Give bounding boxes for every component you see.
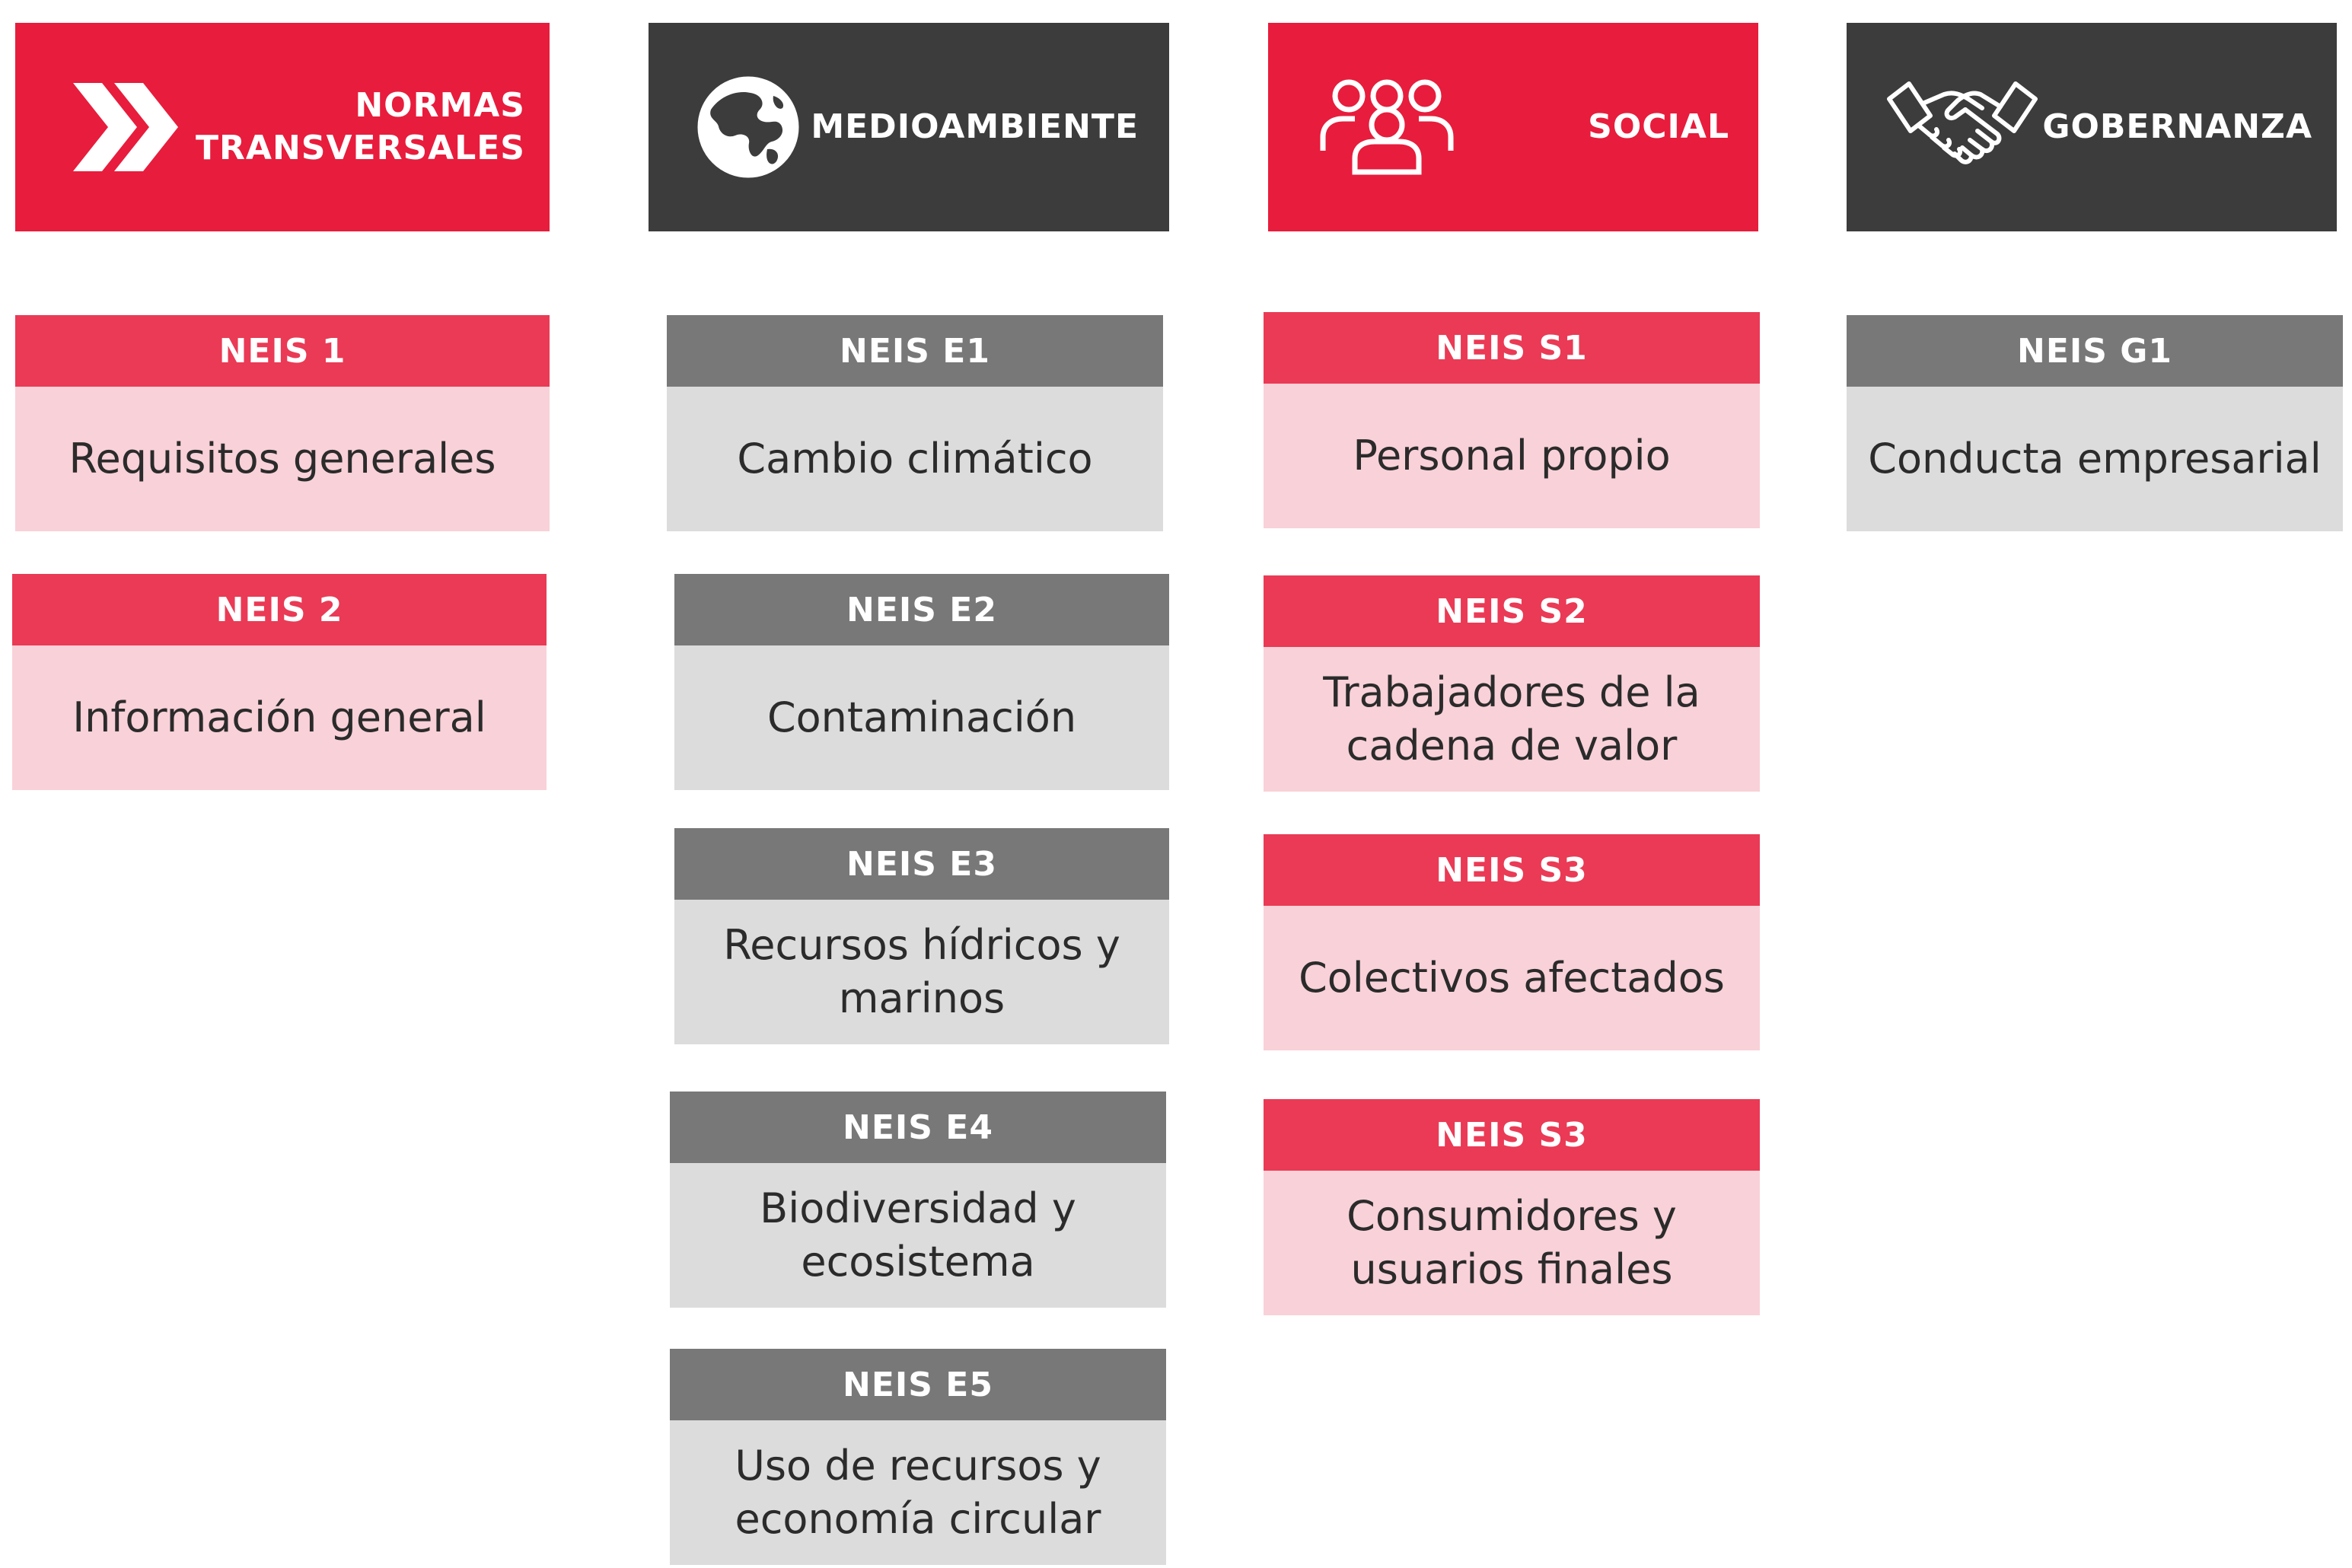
card-code: NEIS E4 — [670, 1092, 1166, 1163]
card-name: Recursos hídricos y marinos — [674, 900, 1169, 1044]
header-normas-transversales: NORMAS TRANSVERSALES — [15, 23, 550, 231]
card-name: Biodiversidad y ecosistema — [670, 1163, 1166, 1308]
card-name: Requisitos generales — [15, 387, 550, 531]
card-neis-e3: NEIS E3 Recursos hídricos y marinos — [674, 828, 1169, 1044]
card-neis-s1: NEIS S1 Personal propio — [1264, 312, 1760, 528]
header-medioambiente: MEDIOAMBIENTE — [649, 23, 1169, 231]
double-chevron-icon — [73, 81, 180, 173]
card-name: Trabajadores de la cadena de valor — [1264, 647, 1760, 792]
card-code: NEIS G1 — [1847, 315, 2343, 387]
card-code: NEIS E1 — [667, 315, 1163, 387]
card-code: NEIS S3 — [1264, 1099, 1760, 1171]
card-name: Uso de recursos y economía circular — [670, 1420, 1166, 1565]
card-code: NEIS S1 — [1264, 312, 1760, 384]
header-title: SOCIAL — [1588, 107, 1729, 146]
card-code: NEIS 2 — [12, 574, 547, 645]
card-name: Cambio climático — [667, 387, 1163, 531]
card-neis-e2: NEIS E2 Contaminación — [674, 574, 1169, 790]
card-neis-e4: NEIS E4 Biodiversidad y ecosistema — [670, 1092, 1166, 1308]
card-neis-1: NEIS 1 Requisitos generales — [15, 315, 550, 531]
card-code: NEIS E5 — [670, 1349, 1166, 1420]
card-neis-g1: NEIS G1 Conducta empresarial — [1847, 315, 2343, 531]
header-gobernanza: GOBERNANZA — [1847, 23, 2337, 231]
card-neis-e1: NEIS E1 Cambio climático — [667, 315, 1163, 531]
header-title: NORMAS TRANSVERSALES — [196, 86, 525, 167]
card-name: Personal propio — [1264, 384, 1760, 528]
card-name: Conducta empresarial — [1847, 387, 2343, 531]
people-group-icon — [1318, 78, 1455, 177]
card-code: NEIS E3 — [674, 828, 1169, 900]
card-name: Consumidores y usuarios finales — [1264, 1171, 1760, 1315]
card-name: Información general — [12, 645, 547, 790]
card-code: NEIS S2 — [1264, 575, 1760, 647]
card-name: Colectivos afectados — [1264, 906, 1760, 1050]
card-code: NEIS S3 — [1264, 834, 1760, 906]
card-code: NEIS E2 — [674, 574, 1169, 645]
card-neis-s2: NEIS S2 Trabajadores de la cadena de val… — [1264, 575, 1760, 792]
card-neis-s3-colectivos: NEIS S3 Colectivos afectados — [1264, 834, 1760, 1050]
handshake-icon — [1886, 78, 2038, 177]
header-title: GOBERNANZA — [2042, 107, 2312, 146]
card-neis-2: NEIS 2 Información general — [12, 574, 547, 790]
header-social: SOCIAL — [1268, 23, 1758, 231]
card-neis-s3-consumidores: NEIS S3 Consumidores y usuarios finales — [1264, 1099, 1760, 1315]
card-name: Contaminación — [674, 645, 1169, 790]
globe-icon — [691, 70, 805, 184]
card-neis-e5: NEIS E5 Uso de recursos y economía circu… — [670, 1349, 1166, 1565]
card-code: NEIS 1 — [15, 315, 550, 387]
header-title: MEDIOAMBIENTE — [811, 107, 1139, 146]
